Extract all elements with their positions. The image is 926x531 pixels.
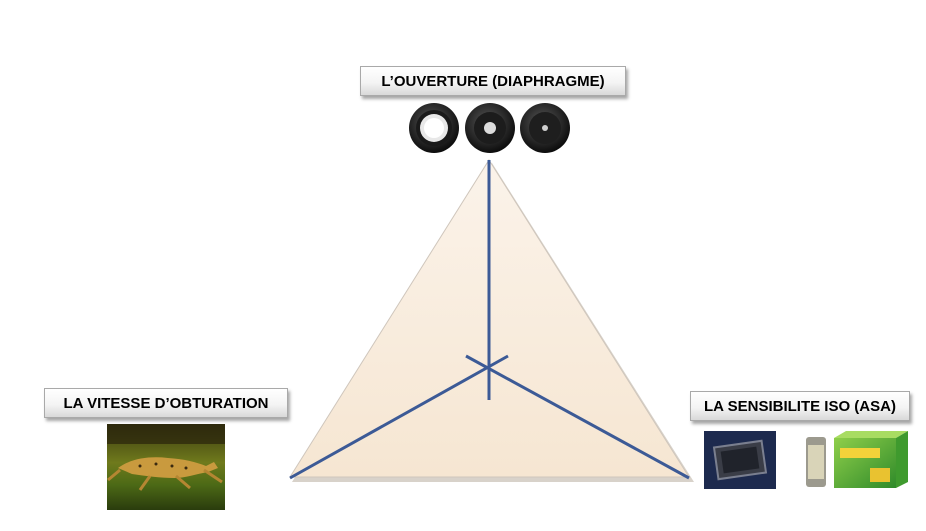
iso-sensor-image xyxy=(704,431,776,489)
aperture-lenses-image xyxy=(409,103,570,153)
lens-medium-open xyxy=(465,103,515,153)
shutter-axis-line xyxy=(289,354,509,480)
lens-small-open xyxy=(520,103,570,153)
lens-wide-open xyxy=(409,103,459,153)
shutter-speed-label: LA VITESSE D’OBTURATION xyxy=(44,388,288,418)
shutter-speed-cheetah-image xyxy=(107,424,225,510)
aperture-label: L’OUVERTURE (DIAPHRAGME) xyxy=(360,66,626,96)
iso-sensitivity-label: LA SENSIBILITE ISO (ASA) xyxy=(690,391,910,421)
iso-axis-line xyxy=(465,354,690,480)
iso-film-roll-image xyxy=(806,431,908,488)
